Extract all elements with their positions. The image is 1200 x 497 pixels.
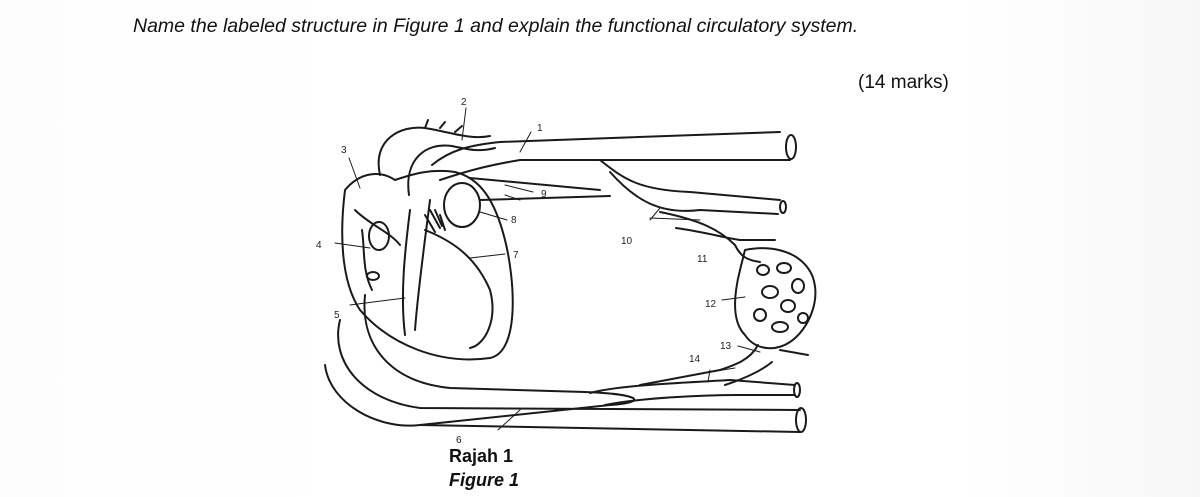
vena-cava [324,294,801,427]
right-atrium [354,209,401,291]
label-10: 10 [621,236,633,247]
vein-lower-branch [589,379,796,406]
label-7: 7 [513,250,519,261]
label-6: 6 [456,435,462,446]
capillary-bed [734,247,817,350]
left-atrium [443,182,481,228]
aorta-branches [424,119,463,133]
label-11: 11 [697,254,708,265]
atrioventricular-valve [424,209,446,233]
marks-label: (14 marks) [858,72,949,93]
septum [401,199,431,336]
branch-vessel-end [779,200,787,214]
label-12: 12 [705,299,717,310]
label-2: 2 [461,97,467,108]
heart-outline [341,169,514,361]
pulmonary-vein-circle [368,221,390,251]
figure-caption-english: Figure 1 [449,470,520,490]
valve-circle [366,271,380,281]
figure-caption-malay: Rajah 1 [449,446,514,466]
label-3: 3 [341,145,347,156]
left-ventricle [424,229,494,349]
pulmonary-vein [469,177,611,201]
branch-vessel [599,159,781,215]
pulmonary-artery-end [785,134,797,160]
pulmonary-artery [431,131,791,181]
label-1: 1 [537,123,543,134]
label-9: 9 [541,189,547,200]
arteriole [659,211,776,263]
label-8: 8 [511,215,517,226]
label-14: 14 [689,354,701,365]
label-4: 4 [316,240,322,251]
vena-cava-end [795,407,807,433]
question-text: Name the labeled structure in Figure 1 a… [133,15,859,37]
label-5: 5 [334,310,340,321]
label-13: 13 [720,341,732,352]
vein-branch-end [793,382,801,398]
